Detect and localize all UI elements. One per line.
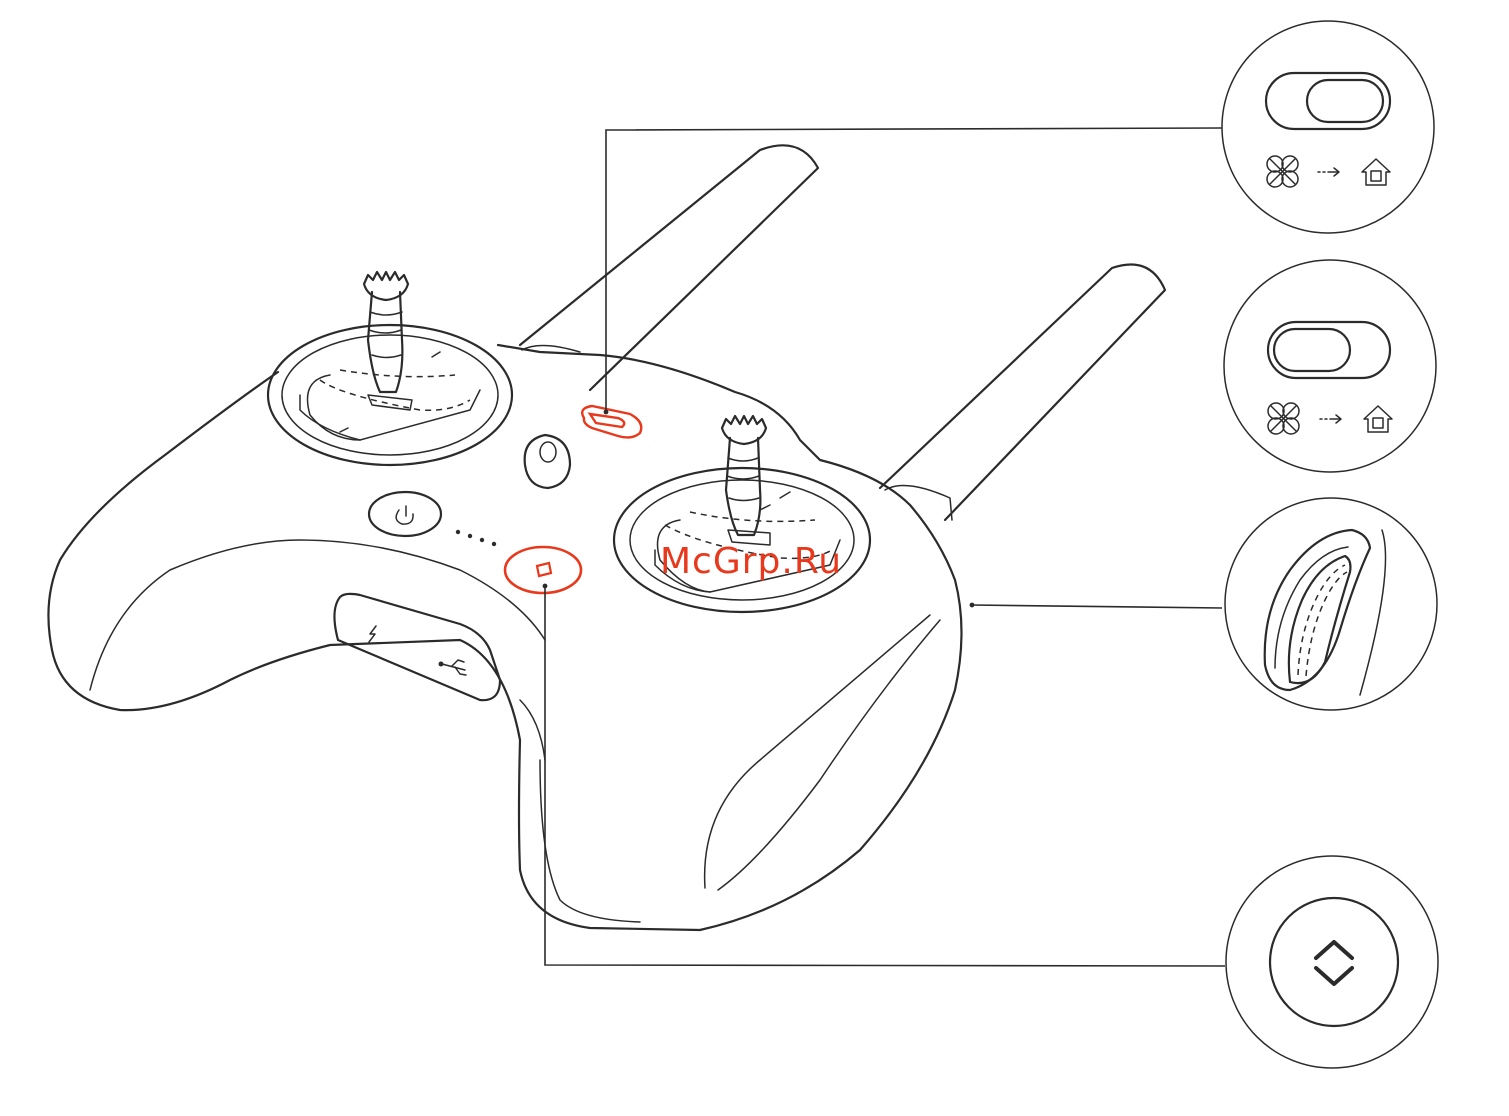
right-stick-gimbal <box>614 468 870 612</box>
right-stick <box>722 416 766 535</box>
leader-lines <box>543 128 1225 966</box>
controller-body <box>48 345 961 930</box>
arrow-right-icon <box>1320 415 1341 423</box>
callout-rth-switch-on <box>1224 260 1436 472</box>
dial-wheel-icon <box>1265 530 1386 695</box>
lightning-icon <box>369 626 376 642</box>
home-icon <box>1364 406 1392 432</box>
antenna-right <box>880 264 1165 520</box>
drone-icon <box>1267 156 1298 187</box>
usb-icon <box>439 660 467 675</box>
phone-mount-post <box>525 435 570 488</box>
led-indicators <box>456 530 496 546</box>
power-button[interactable] <box>369 492 441 536</box>
callout-gimbal-dial <box>1225 498 1437 710</box>
chevron-up-down-icon <box>1316 942 1352 984</box>
callout-takeoff-landing <box>1226 856 1438 1068</box>
drone-icon <box>1268 403 1299 434</box>
slide-switch-icon <box>1268 322 1390 378</box>
arrow-right-icon <box>1318 168 1339 176</box>
port-panel <box>334 594 500 700</box>
left-stick <box>364 272 408 392</box>
watermark-text: McGrp.Ru <box>660 541 842 582</box>
rth-switch[interactable] <box>582 406 641 437</box>
left-stick-gimbal <box>268 325 512 465</box>
power-icon <box>396 506 413 524</box>
home-icon <box>1362 159 1390 185</box>
slide-switch-icon <box>1266 73 1390 129</box>
takeoff-icon <box>537 563 551 576</box>
callout-rth-switch-off <box>1222 21 1434 233</box>
